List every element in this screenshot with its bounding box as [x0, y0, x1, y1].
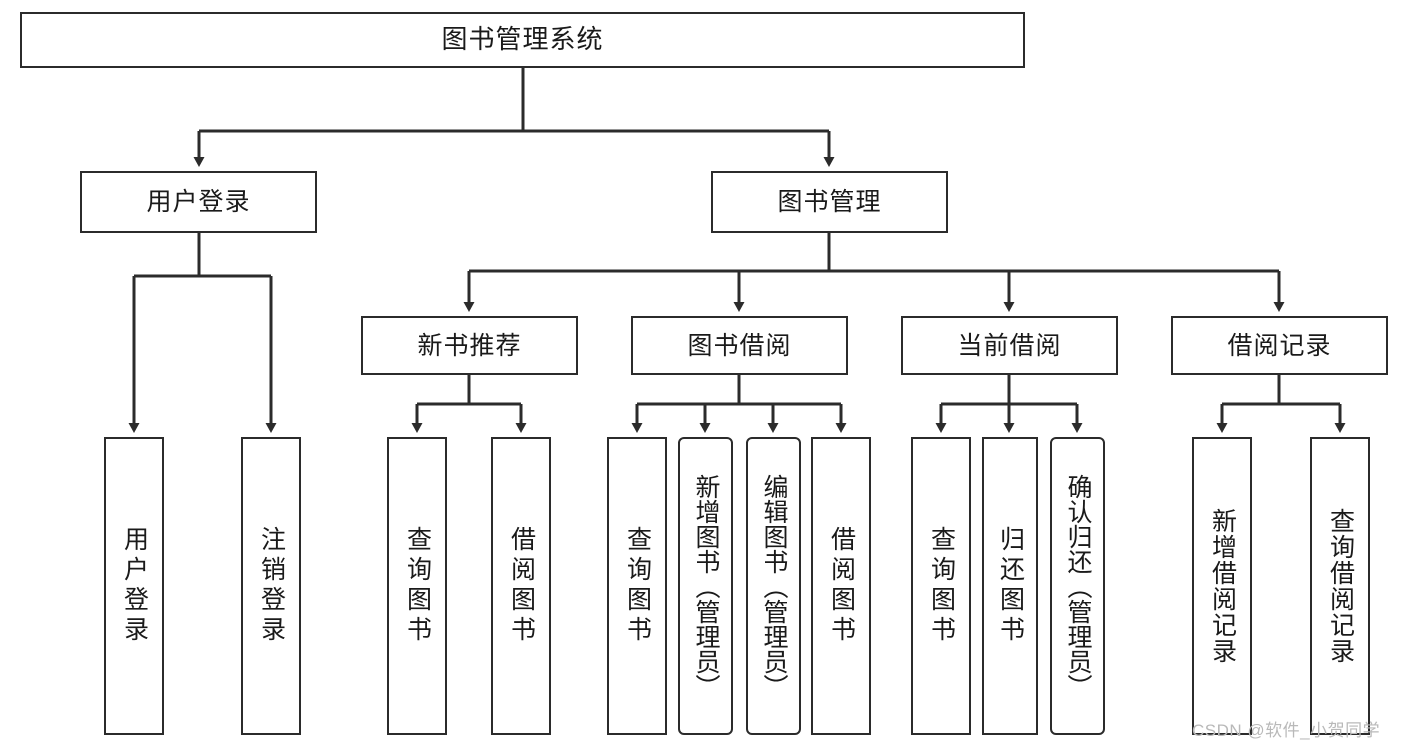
node-label: 查询借阅记录: [1326, 508, 1355, 664]
leaf-borrow-book-2[interactable]: 借阅图书: [811, 437, 871, 735]
node-book-manage[interactable]: 图书管理: [711, 171, 948, 233]
leaf-query-book-1[interactable]: 查询图书: [387, 437, 447, 735]
node-label: 注销登录: [257, 526, 286, 646]
node-label: 图书借阅: [687, 331, 792, 360]
node-label: 借阅图书: [827, 526, 856, 646]
node-new-book-rec[interactable]: 新书推荐: [361, 316, 578, 375]
node-label: 图书管理系统: [441, 24, 604, 55]
node-label: 新书推荐: [417, 331, 522, 360]
csdn-watermark: CSDN @软件_小贺同学: [1192, 721, 1381, 740]
node-label: 归还图书: [996, 526, 1025, 646]
node-user-login[interactable]: 用户登录: [80, 171, 317, 233]
node-borrow-record[interactable]: 借阅记录: [1171, 316, 1388, 375]
node-label: 查询图书: [403, 526, 432, 646]
leaf-query-book-3[interactable]: 查询图书: [911, 437, 971, 735]
node-label: 用户登录: [146, 188, 251, 216]
node-label: 新增借阅记录: [1208, 508, 1237, 664]
node-label: 新增图书（管理员）: [692, 473, 720, 699]
node-label: 图书管理: [777, 188, 882, 216]
node-label: 当前借阅: [957, 331, 1062, 360]
leaf-return-book[interactable]: 归还图书: [982, 437, 1038, 735]
node-label: 借阅记录: [1227, 331, 1332, 360]
node-root-system[interactable]: 图书管理系统: [20, 12, 1025, 68]
leaf-add-record[interactable]: 新增借阅记录: [1192, 437, 1252, 735]
leaf-query-record[interactable]: 查询借阅记录: [1310, 437, 1370, 735]
node-label: 查询图书: [927, 526, 956, 646]
node-label: 用户登录: [120, 526, 149, 646]
leaf-query-book-2[interactable]: 查询图书: [607, 437, 667, 735]
leaf-edit-book[interactable]: 编辑图书（管理员）: [746, 437, 801, 735]
node-book-borrow[interactable]: 图书借阅: [631, 316, 848, 375]
node-label: 确认归还（管理员）: [1064, 473, 1092, 699]
leaf-add-book[interactable]: 新增图书（管理员）: [678, 437, 733, 735]
leaf-user-logout[interactable]: 注销登录: [241, 437, 301, 735]
node-current-borrow[interactable]: 当前借阅: [901, 316, 1118, 375]
leaf-borrow-book-1[interactable]: 借阅图书: [491, 437, 551, 735]
node-label: 编辑图书（管理员）: [760, 473, 788, 699]
leaf-user-login[interactable]: 用户登录: [104, 437, 164, 735]
node-label: 查询图书: [623, 526, 652, 646]
node-label: 借阅图书: [507, 526, 536, 646]
leaf-confirm-return[interactable]: 确认归还（管理员）: [1050, 437, 1105, 735]
